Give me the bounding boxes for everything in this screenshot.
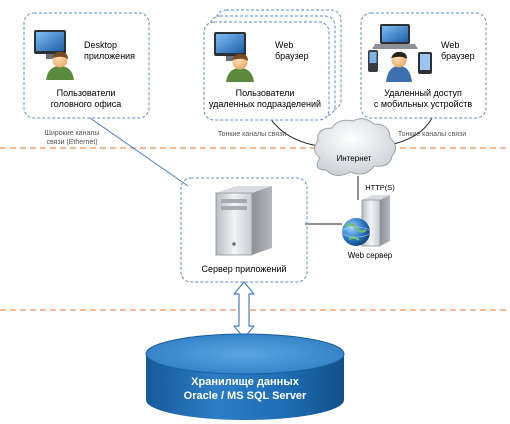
internet-cloud-icon (314, 118, 396, 176)
server-tower-icon (215, 186, 272, 256)
app-server-label: Сервер приложений (202, 264, 287, 274)
pda-icon (368, 50, 378, 72)
web-server-label: Web сервер (348, 251, 393, 260)
group-head-office (23, 12, 150, 119)
remote-users-label: Пользователи (236, 88, 295, 98)
tablet-icon (418, 52, 432, 74)
wide-channel-line (89, 117, 189, 187)
thin-channel-label-right: Тонкие каналы связи (398, 131, 466, 138)
mobile-app-label: Web (441, 40, 459, 50)
group-remote-branches (203, 9, 342, 121)
wide-channel-label-2: связи (Ethernet) (46, 139, 97, 146)
head-office-users-label: Пользователи (57, 88, 116, 98)
user-person-icon (226, 53, 254, 82)
database-storage-icon (145, 333, 345, 420)
desktop-computer-icon (214, 32, 246, 61)
group-mobile-access (360, 12, 487, 119)
https-label: HTTP(S) (365, 183, 395, 192)
mobile-users-label-2: с мобильных устройств (374, 99, 472, 109)
remote-app-label: Web (275, 40, 293, 50)
storage-label-2: Oracle / MS SQL Server (184, 390, 307, 402)
internet-label: Интернет (337, 154, 372, 163)
user-person-icon (46, 51, 74, 80)
desktop-computer-icon (34, 30, 66, 59)
remote-app-label-2: браузер (275, 51, 309, 61)
thin-channel-label-left: Тонкие каналы связи (218, 131, 286, 138)
user-person-icon (386, 51, 412, 82)
remote-users-label-2: удаленных подразделений (209, 99, 321, 109)
mobile-app-label-2: браузер (441, 51, 475, 61)
thin-channel-line-left (269, 117, 319, 147)
head-office-app-label: Desktop (84, 40, 117, 50)
storage-label: Хранилище данных (191, 376, 300, 388)
web-server-icon (341, 195, 390, 247)
wide-channel-label: Широкие каналы (45, 130, 100, 137)
group-app-server (180, 177, 308, 283)
head-office-users-label-2: головного офиса (51, 99, 122, 109)
laptop-icon (372, 24, 418, 49)
mobile-users-label: Удаленный доступ (384, 88, 462, 98)
head-office-app-label-2: приложения (84, 51, 135, 61)
